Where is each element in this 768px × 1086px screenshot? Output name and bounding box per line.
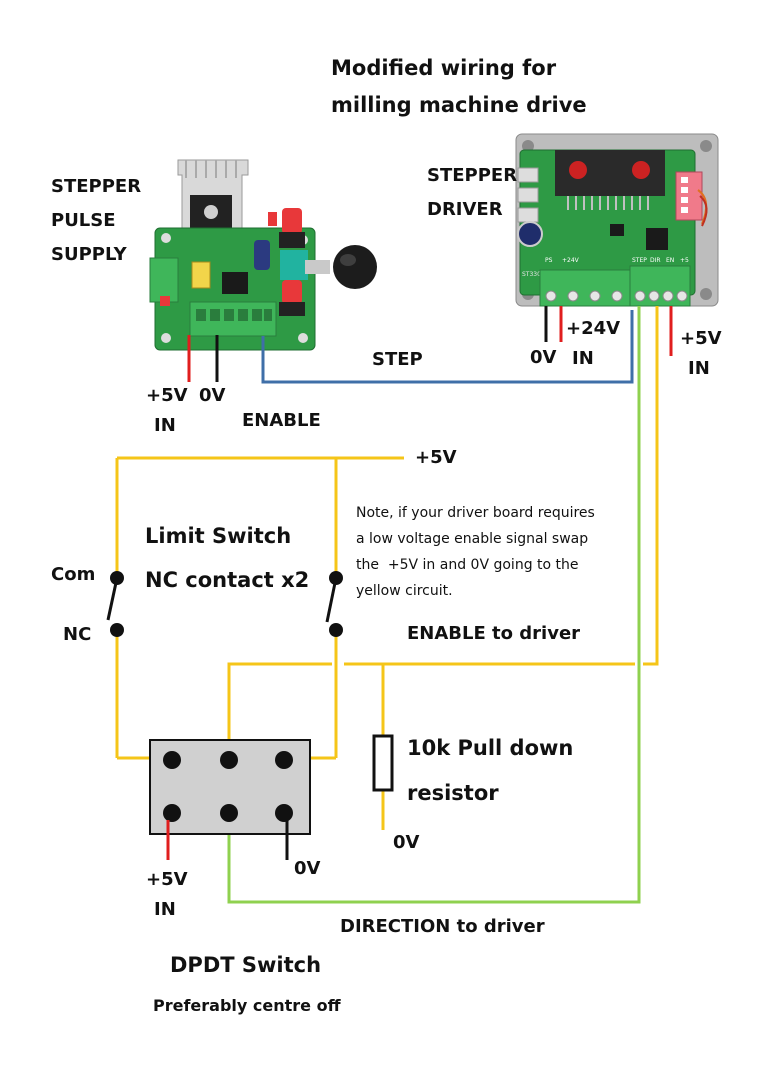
driver-capacitor xyxy=(517,221,543,247)
yellow-circuit xyxy=(115,306,659,830)
pulse-left-terminal xyxy=(149,257,179,303)
rail-5v-label: +5V xyxy=(415,447,457,468)
driver-24v-label: +24V xyxy=(566,318,621,339)
dpdt-terminal-3 xyxy=(275,751,293,769)
terminal-label-1: PS xyxy=(545,257,553,264)
pulse-supply-board xyxy=(149,159,377,351)
pull-down-resistor xyxy=(372,734,394,792)
driver-5v-in-label: IN xyxy=(688,358,710,379)
dpdt-terminal-6 xyxy=(275,804,293,822)
jumper xyxy=(191,261,211,289)
limit-left-nc-terminal xyxy=(110,623,124,637)
pulse-supply-label-1: STEPPER xyxy=(51,176,142,197)
pulse-0v-label: 0V xyxy=(199,385,226,406)
dpdt-terminal-2 xyxy=(220,751,238,769)
nc-label: NC xyxy=(63,624,92,645)
timer-chip xyxy=(222,272,248,294)
resistor-0v-label: 0V xyxy=(393,832,420,853)
direction-wire xyxy=(227,306,641,904)
dpdt-terminal-5 xyxy=(220,804,238,822)
enable-to-driver-label: ENABLE to driver xyxy=(407,623,581,644)
pulse-in-label: IN xyxy=(154,415,176,436)
pulse-button-bottom xyxy=(282,280,302,304)
limit-right-nc-terminal xyxy=(329,623,343,637)
dpdt-terminal-1 xyxy=(163,751,181,769)
capacitor xyxy=(254,240,270,270)
note-line-2: a low voltage enable signal swap xyxy=(356,531,589,547)
resistor-label-1: 10k Pull down xyxy=(407,736,574,760)
limit-switch-contacts xyxy=(106,571,343,637)
pulse-button-top xyxy=(282,208,302,234)
driver-board: ST330_V PS +24V STEP DIR EN +5 xyxy=(515,133,719,307)
dpdt-in-label: IN xyxy=(154,899,176,920)
note-line-4: yellow circuit. xyxy=(356,583,453,599)
note-line-3: the +5V in and 0V going to the xyxy=(356,557,579,573)
dpdt-5v-label: +5V xyxy=(146,869,188,890)
driver-5v-label: +5V xyxy=(680,328,722,349)
terminal-label-6: DIR xyxy=(650,257,661,264)
dpdt-title: DPDT Switch xyxy=(170,953,322,977)
driver-24v-in-label: IN xyxy=(572,348,594,369)
pulse-5v-label: +5V xyxy=(146,385,188,406)
note-line-1: Note, if your driver board requires xyxy=(356,505,595,521)
driver-label-1: STEPPER xyxy=(427,165,518,186)
dip-switch xyxy=(675,171,703,221)
terminal-label-5: STEP xyxy=(632,257,647,264)
limit-switch-subtitle: NC contact x2 xyxy=(145,568,310,592)
com-label: Com xyxy=(51,564,96,585)
potentiometer-body xyxy=(280,250,308,280)
diagram-title-line-2: milling machine drive xyxy=(331,93,587,117)
driver-label-2: DRIVER xyxy=(427,199,503,220)
terminal-label-7: EN xyxy=(666,257,674,264)
dpdt-subtitle: Preferably centre off xyxy=(153,996,341,1015)
terminal-label-2: +24V xyxy=(562,257,580,264)
step-label: STEP xyxy=(372,349,423,370)
knob xyxy=(333,245,377,289)
pulse-supply-label-3: SUPPLY xyxy=(51,244,127,265)
terminal-label-8: +5 xyxy=(680,257,689,264)
dpdt-switch xyxy=(149,739,311,835)
enable-label: ENABLE xyxy=(242,410,321,431)
dpdt-0v-label: 0V xyxy=(294,858,321,879)
dpdt-terminal-4 xyxy=(163,804,181,822)
limit-switch-title: Limit Switch xyxy=(145,524,292,548)
driver-0v-label: 0V xyxy=(530,347,557,368)
diagram-title-line-1: Modified wiring for xyxy=(331,56,557,80)
pulse-supply-label-2: PULSE xyxy=(51,210,116,231)
board-marking: ST330_V xyxy=(522,271,549,278)
direction-to-driver-label: DIRECTION to driver xyxy=(340,916,545,937)
resistor-label-2: resistor xyxy=(407,781,499,805)
step-wire xyxy=(261,310,634,384)
